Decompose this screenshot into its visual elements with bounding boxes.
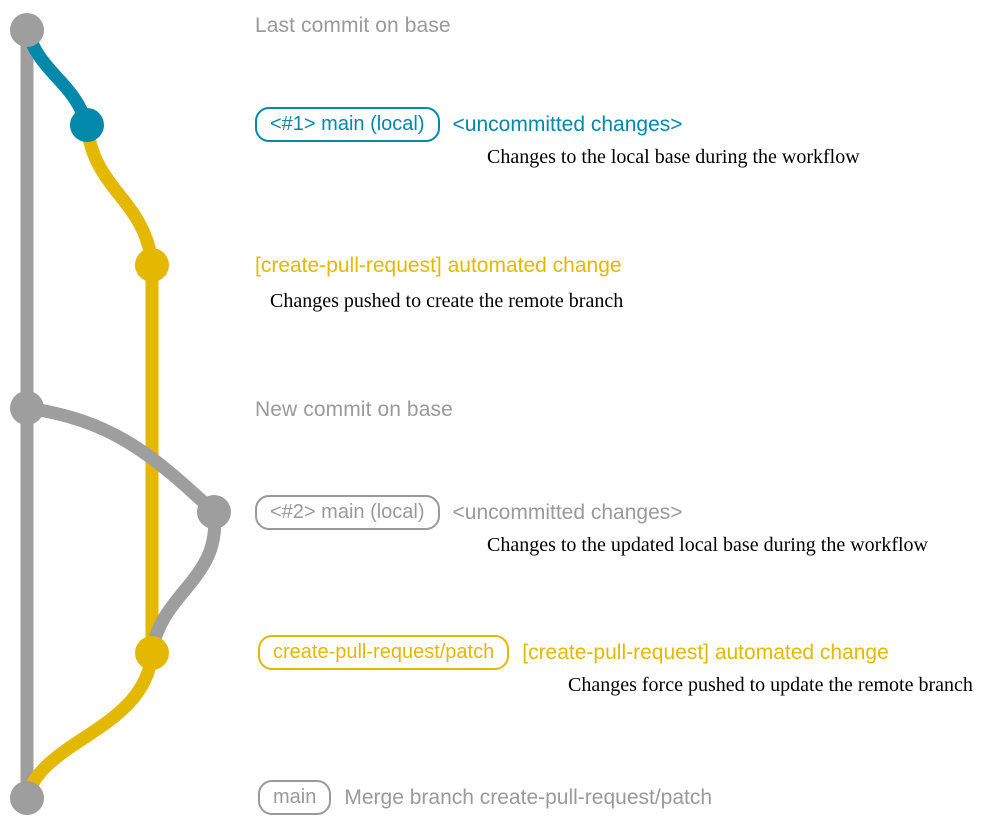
ref-badge-create-pull-request-patch[interactable]: create-pull-request/patch [258, 635, 510, 670]
commit-row-automated-1: [create-pull-request] automated change [255, 255, 622, 276]
commit-row-local-1: <#1> main (local) <uncommitted changes> [255, 107, 683, 142]
section-heading-new-commit: New commit on base [255, 398, 453, 421]
ref-badge-main[interactable]: main [258, 780, 332, 815]
commit-node-base-merge[interactable] [10, 781, 44, 815]
commit-subject-automated-2: [create-pull-request] automated change [522, 641, 889, 664]
commit-description-3: Changes to the updated local base during… [487, 534, 928, 556]
commit-row-merge: main Merge branch create-pull-request/pa… [258, 780, 712, 815]
commit-description-1: Changes to the local base during the wor… [487, 146, 860, 168]
section-heading-last-commit: Last commit on base [255, 14, 451, 37]
commit-subject-merge: Merge branch create-pull-request/patch [344, 786, 713, 809]
commit-node-patch-2[interactable] [135, 636, 169, 670]
commit-description-4: Changes force pushed to update the remot… [568, 674, 973, 696]
lane-gray-branch-local2 [20, 401, 221, 519]
commit-node-base-new[interactable] [10, 391, 44, 425]
lane-yellow-branch-1 [80, 118, 159, 272]
commit-node-local-1[interactable] [70, 108, 104, 142]
commit-row-local-2: <#2> main (local) <uncommitted changes> [255, 495, 683, 530]
commit-row-heading-new: New commit on base [255, 398, 453, 422]
ref-badge-main-local-1[interactable]: <#1> main (local) [255, 107, 440, 142]
lane-yellow-merge [20, 646, 159, 805]
commit-node-base-last[interactable] [10, 13, 44, 47]
commit-subject-automated-1: [create-pull-request] automated change [255, 254, 622, 277]
commit-node-patch-1[interactable] [135, 248, 169, 282]
commit-description-2: Changes pushed to create the remote bran… [270, 290, 624, 312]
ref-badge-main-local-2[interactable]: <#2> main (local) [255, 495, 440, 530]
commit-subject-uncommitted-1: <uncommitted changes> [452, 113, 683, 136]
commit-subject-uncommitted-2: <uncommitted changes> [452, 501, 683, 524]
commit-row-patch: create-pull-request/patch [create-pull-r… [258, 635, 889, 670]
commit-node-local-2[interactable] [197, 495, 231, 529]
commit-row-heading-last: Last commit on base [255, 14, 451, 38]
lane-gray-branch-merge [145, 505, 222, 660]
